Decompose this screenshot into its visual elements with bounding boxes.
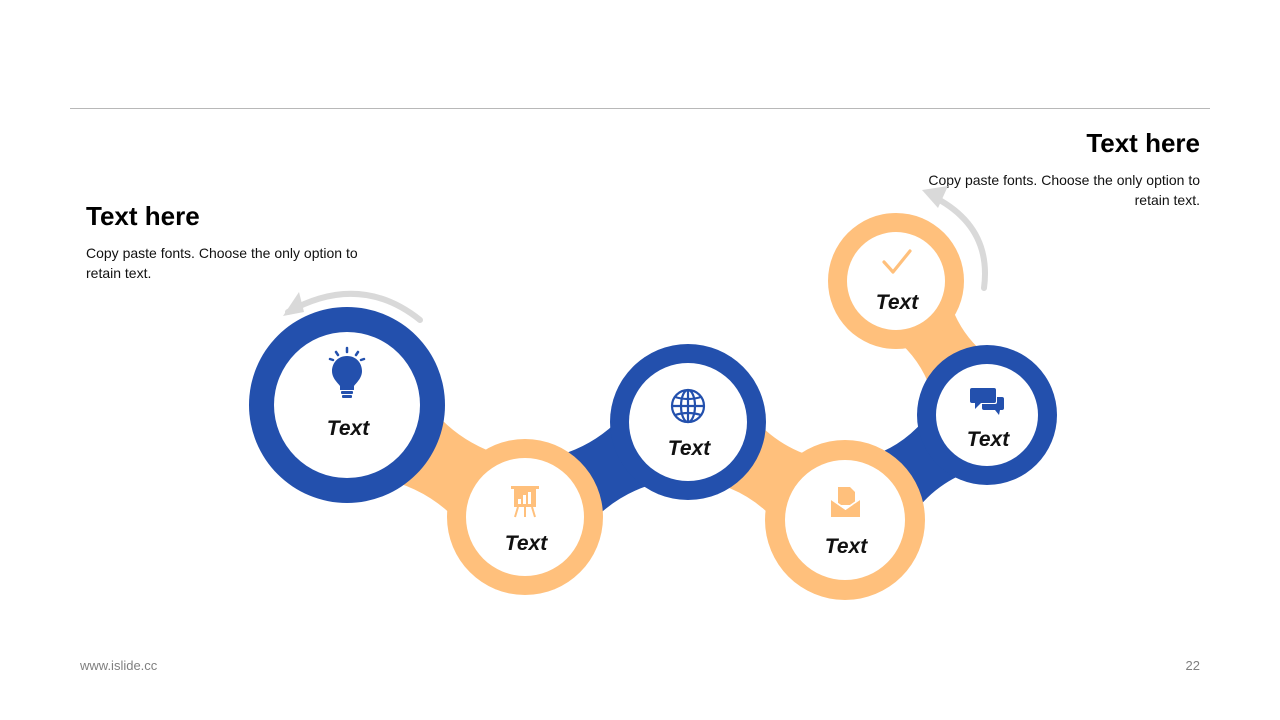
presentation-chart-icon (511, 486, 539, 518)
right-arrow-head (922, 186, 948, 208)
right-block-description: Copy paste fonts. Choose the only option… (928, 172, 1200, 208)
right-text-block: Text here Copy paste fonts. Choose the o… (900, 125, 1200, 210)
globe-icon (670, 388, 706, 424)
left-text-block: Text here Copy paste fonts. Choose the o… (86, 198, 386, 283)
lightbulb-icon (328, 346, 366, 398)
node-label-4: Text (825, 535, 868, 558)
left-block-title: Text here (86, 201, 200, 231)
right-curved-arrow (933, 195, 988, 291)
envelope-document-icon (831, 487, 860, 517)
node-label-6: Text (876, 291, 919, 314)
page-number: 22 (1185, 658, 1200, 673)
left-curved-arrow (285, 290, 423, 323)
node-label-1: Text (327, 417, 370, 440)
chat-bubbles-icon (969, 387, 1004, 415)
checkmark-icon (882, 249, 912, 274)
left-block-description: Copy paste fonts. Choose the only option… (86, 245, 358, 281)
node-label-3: Text (668, 437, 711, 460)
node-inner-4 (785, 460, 905, 580)
node-label-5: Text (967, 428, 1010, 451)
right-block-title: Text here (1086, 128, 1200, 158)
node-inner-6 (847, 232, 945, 330)
footer-website: www.islide.cc (80, 658, 158, 673)
node-inner-1 (274, 332, 420, 478)
node-label-2: Text (505, 532, 548, 555)
left-arrow-head (283, 292, 304, 316)
top-divider-line (70, 108, 1210, 109)
node-inner-5 (936, 364, 1038, 466)
